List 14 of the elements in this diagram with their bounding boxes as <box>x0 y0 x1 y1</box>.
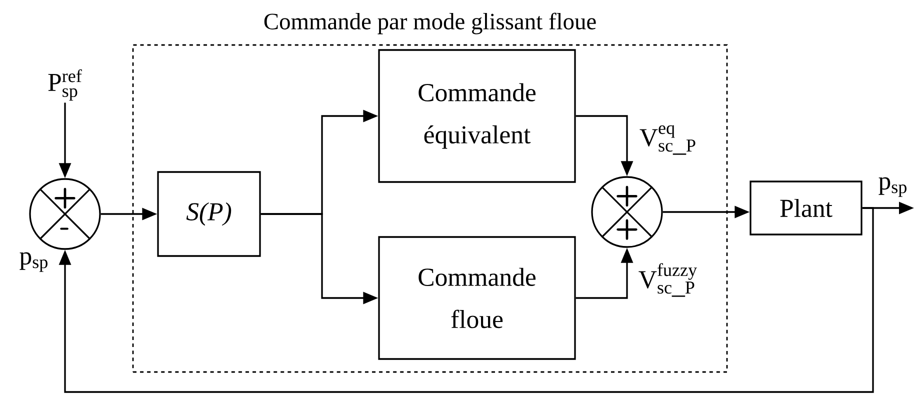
edge-label: $\mathrm{p}_{\mathrm{sp}}$ <box>18 251 50 273</box>
edge-label: $\mathrm{V}_{\mathrm{sc\_P}}^{\mathrm{eq}}$ <box>638 124 698 156</box>
edge-label: $\mathrm{p}_{\mathrm{sp}}$ <box>877 176 909 198</box>
block: S(P) <box>157 171 261 257</box>
block: Commande floue <box>378 236 576 360</box>
edge-label: $\mathrm{V}_{\mathrm{sc\_P}}^{\mathrm{fuzzy}}$ <box>637 262 699 298</box>
arrow <box>58 207 874 393</box>
summing-junction: + + <box>591 176 663 248</box>
block: Commande équivalent <box>378 49 576 183</box>
dashed-frame <box>132 44 728 373</box>
input-label: $\mathrm{P}_{\mathrm{sp}}^{\mathrm{ref}}$ <box>48 69 82 101</box>
summing-junction: + - <box>29 178 101 250</box>
title: Commande par mode glissant floue <box>264 12 596 34</box>
block: Plant <box>750 180 862 236</box>
